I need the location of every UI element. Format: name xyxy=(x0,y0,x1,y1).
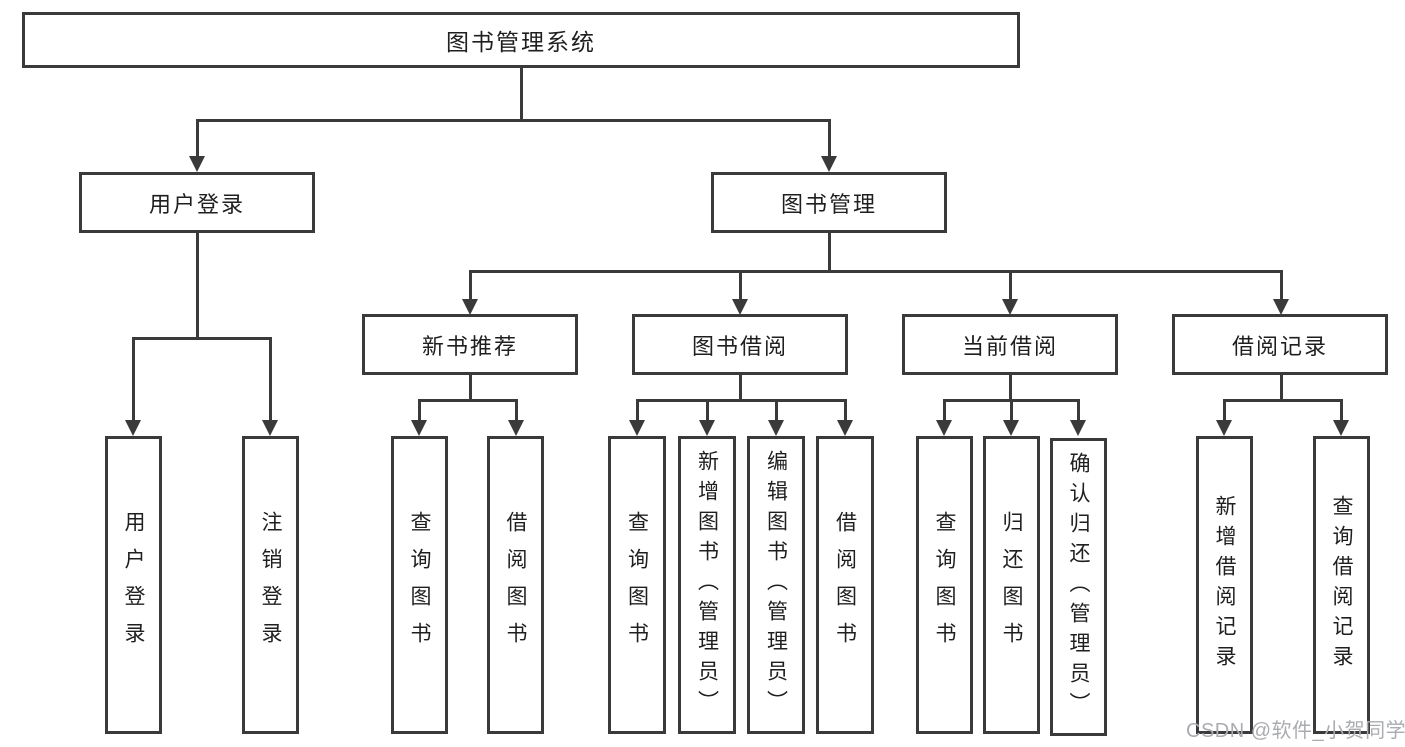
leaf-bb-borrow-books: 借阅图书 xyxy=(816,436,874,734)
connector-line xyxy=(197,119,831,122)
node-library-management-system-label: 图书管理系统 xyxy=(446,29,596,55)
connector-line xyxy=(637,399,846,402)
arrow-down-icon xyxy=(508,420,524,436)
leaf-cb-query-books: 查询图书 xyxy=(916,436,973,734)
node-book-borrowing-label: 图书借阅 xyxy=(691,333,788,359)
connector-line xyxy=(1280,375,1283,401)
connector-line xyxy=(1009,270,1012,299)
connector-line xyxy=(520,68,523,120)
watermark: CSDN @软件_小贺同学 xyxy=(1186,720,1405,742)
arrow-down-icon xyxy=(732,299,748,315)
connector-line xyxy=(739,270,742,299)
leaf-nbr-query-books: 查询图书 xyxy=(391,436,448,734)
node-new-book-recommend: 新书推荐 xyxy=(362,314,578,375)
leaf-br-add-record: 新增借阅记录 xyxy=(1196,436,1253,734)
arrow-down-icon xyxy=(1003,420,1019,436)
leaf-logout: 注销登录 xyxy=(242,436,299,734)
leaf-br-add-record-label: 新增借阅记录 xyxy=(1213,495,1236,675)
leaf-nbr-borrow-books-label: 借阅图书 xyxy=(504,511,527,659)
arrow-down-icon xyxy=(189,156,205,172)
connector-line xyxy=(775,399,778,420)
node-book-borrowing: 图书借阅 xyxy=(632,314,848,375)
leaf-cb-return-books: 归还图书 xyxy=(983,436,1040,734)
arrow-down-icon xyxy=(125,420,141,436)
leaf-bb-borrow-books-label: 借阅图书 xyxy=(833,511,857,659)
connector-line xyxy=(1340,399,1343,420)
leaf-bb-edit-books-admin: 编辑图书（管理员） xyxy=(747,436,805,734)
node-current-borrowing: 当前借阅 xyxy=(902,314,1118,375)
leaf-cb-confirm-return-admin-label: 确认归还（管理员） xyxy=(1067,452,1090,722)
arrow-down-icon xyxy=(821,156,837,172)
connector-line xyxy=(844,399,847,420)
arrow-down-icon xyxy=(262,420,278,436)
connector-line xyxy=(419,399,518,402)
leaf-bb-query-books: 查询图书 xyxy=(608,436,666,734)
connector-line xyxy=(469,270,472,299)
leaf-logout-label: 注销登录 xyxy=(259,511,282,659)
node-new-book-recommend-label: 新书推荐 xyxy=(421,333,518,359)
arrow-down-icon xyxy=(1333,420,1349,436)
node-library-management-system: 图书管理系统 xyxy=(22,12,1020,68)
connector-line xyxy=(1009,375,1012,401)
node-user-login-label: 用户登录 xyxy=(148,191,245,217)
connector-line xyxy=(132,337,135,420)
connector-line xyxy=(418,399,421,420)
leaf-bb-add-books-admin: 新增图书（管理员） xyxy=(678,436,736,734)
node-book-management: 图书管理 xyxy=(711,172,947,233)
connector-line xyxy=(1223,399,1226,420)
leaf-user-login-label: 用户登录 xyxy=(122,511,145,659)
leaf-nbr-borrow-books: 借阅图书 xyxy=(487,436,544,734)
arrow-down-icon xyxy=(1273,299,1289,315)
connector-line xyxy=(828,119,831,156)
leaf-user-login: 用户登录 xyxy=(105,436,162,734)
connector-line xyxy=(943,399,946,420)
connector-line xyxy=(133,337,272,340)
leaf-cb-confirm-return-admin: 确认归还（管理员） xyxy=(1050,438,1107,736)
arrow-down-icon xyxy=(462,299,478,315)
connector-line xyxy=(1010,399,1013,420)
connector-line xyxy=(196,233,199,338)
connector-line xyxy=(1280,270,1283,299)
node-borrowing-records-label: 借阅记录 xyxy=(1231,333,1328,359)
connector-line xyxy=(706,399,709,420)
leaf-bb-query-books-label: 查询图书 xyxy=(625,511,649,659)
leaf-cb-query-books-label: 查询图书 xyxy=(933,511,956,659)
connector-line xyxy=(469,270,1283,273)
arrow-down-icon xyxy=(936,420,952,436)
connector-line xyxy=(515,399,518,420)
leaf-bb-edit-books-admin-label: 编辑图书（管理员） xyxy=(764,450,788,720)
connector-line xyxy=(469,375,472,401)
arrow-down-icon xyxy=(1070,420,1086,436)
arrow-down-icon xyxy=(629,420,645,436)
arrow-down-icon xyxy=(1002,299,1018,315)
connector-line xyxy=(739,375,742,401)
arrow-down-icon xyxy=(837,420,853,436)
arrow-down-icon xyxy=(1216,420,1232,436)
arrow-down-icon xyxy=(411,420,427,436)
leaf-nbr-query-books-label: 查询图书 xyxy=(408,511,431,659)
connector-line xyxy=(636,399,639,420)
leaf-cb-return-books-label: 归还图书 xyxy=(1000,511,1023,659)
leaf-br-query-record-label: 查询借阅记录 xyxy=(1330,495,1353,675)
leaf-br-query-record: 查询借阅记录 xyxy=(1313,436,1370,734)
node-user-login: 用户登录 xyxy=(79,172,315,233)
node-book-management-label: 图书管理 xyxy=(780,191,877,217)
arrow-down-icon xyxy=(768,420,784,436)
connector-line xyxy=(269,337,272,420)
leaf-bb-add-books-admin-label: 新增图书（管理员） xyxy=(695,450,719,720)
connector-line xyxy=(828,233,831,272)
connector-line xyxy=(1224,399,1342,402)
connector-line xyxy=(1077,399,1080,420)
node-current-borrowing-label: 当前借阅 xyxy=(961,333,1058,359)
arrow-down-icon xyxy=(699,420,715,436)
node-borrowing-records: 借阅记录 xyxy=(1172,314,1388,375)
connector-line xyxy=(196,119,199,156)
